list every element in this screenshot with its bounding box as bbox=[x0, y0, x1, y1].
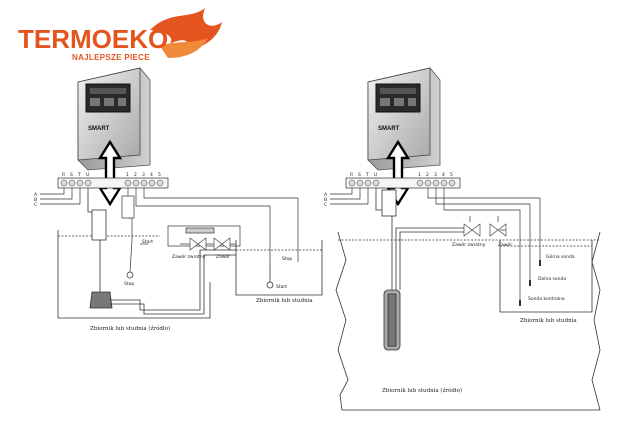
source-tank-right bbox=[335, 231, 601, 411]
terminal-3-right: 3 bbox=[434, 172, 437, 178]
check-valve-left-label: Zawór zwrotny bbox=[172, 253, 206, 260]
phase-c: C bbox=[34, 202, 37, 208]
probe-control-label: Sonda kontrolna bbox=[528, 296, 565, 302]
terminal-1: 1 bbox=[126, 172, 129, 178]
pump-left bbox=[87, 188, 236, 315]
phase-b-right: B bbox=[324, 197, 327, 203]
terminal-s: S bbox=[70, 172, 73, 178]
terminal-strip-left: R S T U 1 2 3 4 5 bbox=[57, 172, 169, 189]
bidirectional-arrow-right-icon bbox=[385, 139, 411, 207]
controller-label: SMART bbox=[88, 126, 110, 132]
float-switch-left bbox=[121, 188, 148, 279]
logo: TERMOEKO NAJLEPSZE PIECE bbox=[18, 8, 222, 62]
terminal-3: 3 bbox=[142, 172, 145, 178]
bidirectional-arrow-icon bbox=[97, 139, 123, 207]
piping-right bbox=[427, 188, 541, 300]
terminal-5-right: 5 bbox=[450, 172, 453, 178]
probe-bottom-label: Dolna sonda bbox=[538, 276, 566, 282]
logo-tagline: NAJLEPSZE PIECE bbox=[72, 53, 150, 62]
right-diagram: SMART R S T U 1 2 3 4 5 A B C bbox=[324, 67, 601, 411]
flame-icon bbox=[150, 8, 222, 58]
terminal-2: 2 bbox=[134, 172, 137, 178]
terminal-r: R bbox=[62, 172, 65, 178]
terminal-5: 5 bbox=[158, 172, 161, 178]
controller-left: SMART bbox=[77, 67, 151, 171]
phase-wires-right bbox=[330, 188, 369, 205]
terminal-4-right: 4 bbox=[442, 172, 445, 178]
float-stop-label: Stop bbox=[124, 281, 134, 287]
terminal-s-right: S bbox=[358, 172, 361, 178]
phase-wires-left bbox=[40, 188, 81, 205]
target-tank-right bbox=[499, 240, 593, 313]
phase-b: B bbox=[34, 197, 37, 203]
float2-start-label: Start bbox=[276, 284, 287, 290]
float-start-label: Start bbox=[142, 239, 153, 245]
check-valve-right-label: Zawór zwrotny bbox=[452, 241, 486, 248]
terminal-r-right: R bbox=[350, 172, 353, 178]
valve-left-icon bbox=[213, 237, 231, 251]
target-tank-label-left: Zbiornik lub studnia bbox=[256, 298, 313, 304]
check-valve-left-icon bbox=[189, 237, 207, 251]
float2-stop-label: Stop bbox=[282, 256, 292, 262]
phase-a: A bbox=[34, 192, 38, 198]
terminal-u-right: U bbox=[374, 172, 377, 178]
piping-left bbox=[135, 188, 299, 262]
source-tank-label-right: Zbiornik lub studnia (źródło) bbox=[382, 387, 462, 394]
phase-c-right: C bbox=[324, 202, 327, 208]
target-tank-label-right: Zbiornik lub studnia bbox=[520, 318, 577, 324]
valve-left-label: Zawór bbox=[216, 253, 230, 260]
logo-brand: TERMOEKO bbox=[18, 24, 168, 54]
probe-top-label: Górna sonda bbox=[546, 253, 575, 260]
terminal-t-right: T bbox=[365, 172, 369, 178]
borehole-pump-right bbox=[375, 188, 470, 351]
terminal-4: 4 bbox=[150, 172, 153, 178]
terminal-strip-right: R S T U 1 2 3 4 5 bbox=[345, 172, 461, 189]
source-tank-left bbox=[57, 230, 211, 319]
valve-right-label: Zawór bbox=[498, 241, 512, 248]
controller-right: SMART bbox=[367, 67, 441, 171]
controller-label-right: SMART bbox=[378, 126, 400, 132]
terminal-1-right: 1 bbox=[418, 172, 421, 178]
terminal-u: U bbox=[86, 172, 89, 178]
target-tank-left bbox=[235, 240, 323, 296]
terminal-2-right: 2 bbox=[426, 172, 429, 178]
phase-a-right: A bbox=[324, 192, 328, 198]
left-diagram: SMART R S T U 1 2 3 4 5 bbox=[34, 67, 323, 332]
check-valve-right-icon bbox=[463, 223, 481, 237]
terminal-t: T bbox=[77, 172, 81, 178]
source-tank-label-left: Zbiornik lub studnia (źródło) bbox=[90, 325, 170, 332]
